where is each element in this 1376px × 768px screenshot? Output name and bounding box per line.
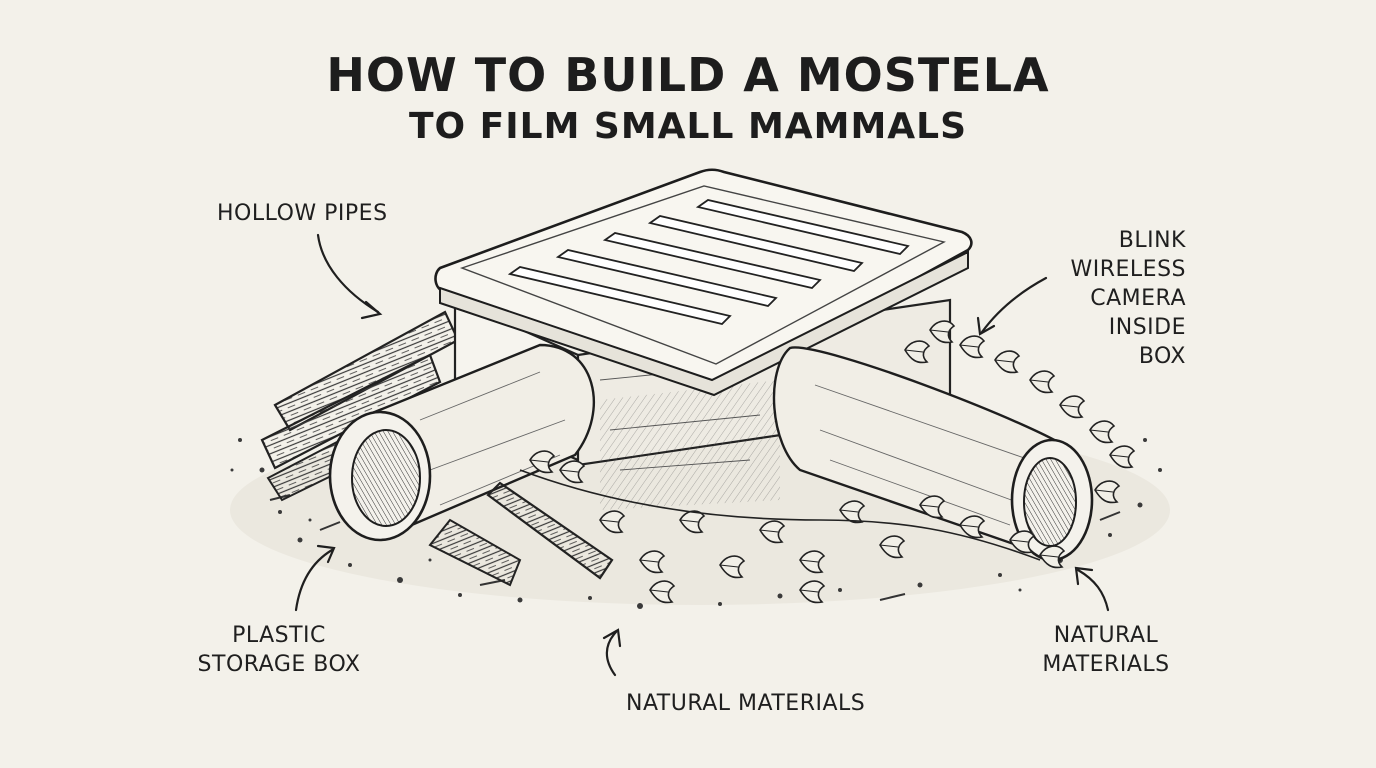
arrow-camera: [980, 276, 1048, 334]
title-line-1: HOW TO BUILD A MOSTELA: [326, 48, 1050, 102]
foreground-logs: [428, 481, 614, 587]
label-hollow-pipes: HOLLOW PIPES: [217, 201, 388, 226]
label-natural-materials-right: NATURAL MATERIALS: [1042, 623, 1170, 677]
label-natural-materials-bottom: NATURAL MATERIALS: [626, 691, 866, 716]
box-lid: [434, 168, 973, 397]
right-pipe: [772, 346, 1094, 562]
title-line-2: TO FILM SMALL MAMMALS: [408, 106, 968, 147]
arrow-natural-right: [1076, 568, 1110, 612]
label-storage-box: PLASTIC STORAGE BOX: [197, 623, 361, 677]
arrow-natural-bottom: [605, 630, 618, 677]
callout-arrows: [294, 233, 1110, 677]
ivy-leaves: [519, 320, 1135, 604]
arrow-storage-box: [294, 548, 334, 612]
left-pipe: [328, 343, 596, 542]
arrow-hollow-pipes: [316, 233, 380, 314]
label-camera: BLINK WIRELESS CAMERA INSIDE BOX: [1070, 228, 1186, 369]
